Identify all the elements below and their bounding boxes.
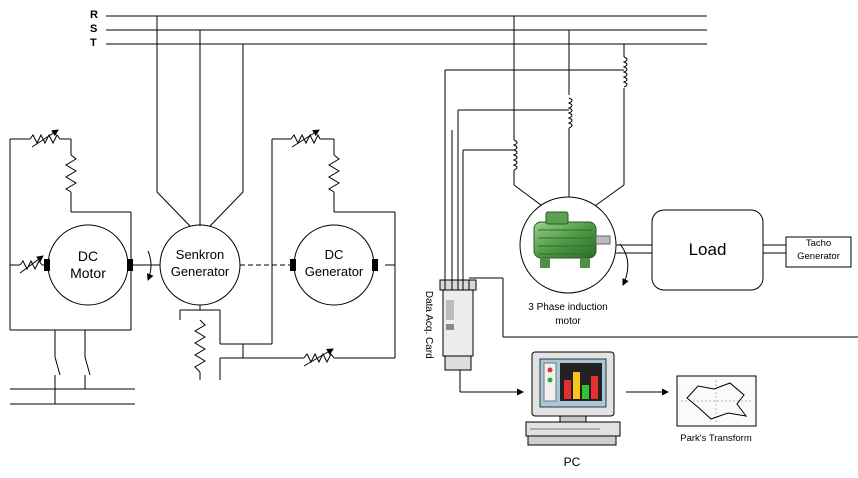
tacho-generator-block bbox=[785, 236, 852, 268]
current-transformer-coils bbox=[512, 56, 628, 171]
daq-card-device bbox=[439, 279, 477, 371]
induction-motor-picture bbox=[533, 211, 611, 268]
sync-generator-label-2: Generator bbox=[170, 264, 230, 279]
load-label: Load bbox=[688, 240, 727, 259]
sync-excitation-resistor bbox=[194, 319, 206, 373]
dc-motor-label-1: DC bbox=[77, 248, 99, 264]
pc-label: PC bbox=[563, 455, 581, 469]
dc-motor-field-resistor bbox=[65, 154, 77, 193]
bus-label-s: S bbox=[90, 23, 98, 35]
sync-generator-label-1: Senkron bbox=[175, 247, 225, 262]
bus-label-r: R bbox=[90, 9, 98, 21]
parks-transform-plot bbox=[676, 375, 757, 427]
parks-transform-label: Park's Transform bbox=[680, 433, 752, 444]
bus-label-t: T bbox=[90, 37, 97, 49]
daq-card-label: Data Acq. Card bbox=[422, 290, 434, 359]
load-block bbox=[651, 209, 764, 291]
induction-motor-label-1: 3 Phase induction bbox=[528, 302, 608, 313]
dc-generator-label-2: Generator bbox=[304, 264, 364, 279]
tacho-label-2: Generator bbox=[797, 251, 840, 262]
dc-generator-label-1: DC bbox=[324, 247, 344, 262]
pc-computer bbox=[525, 351, 621, 446]
dc-motor-label-2: Motor bbox=[70, 265, 106, 281]
induction-motor-label-2: motor bbox=[555, 316, 581, 327]
rheostat-group bbox=[19, 129, 335, 367]
dc-generator-field-resistor bbox=[328, 154, 340, 193]
tacho-label-1: Tacho bbox=[805, 238, 832, 249]
